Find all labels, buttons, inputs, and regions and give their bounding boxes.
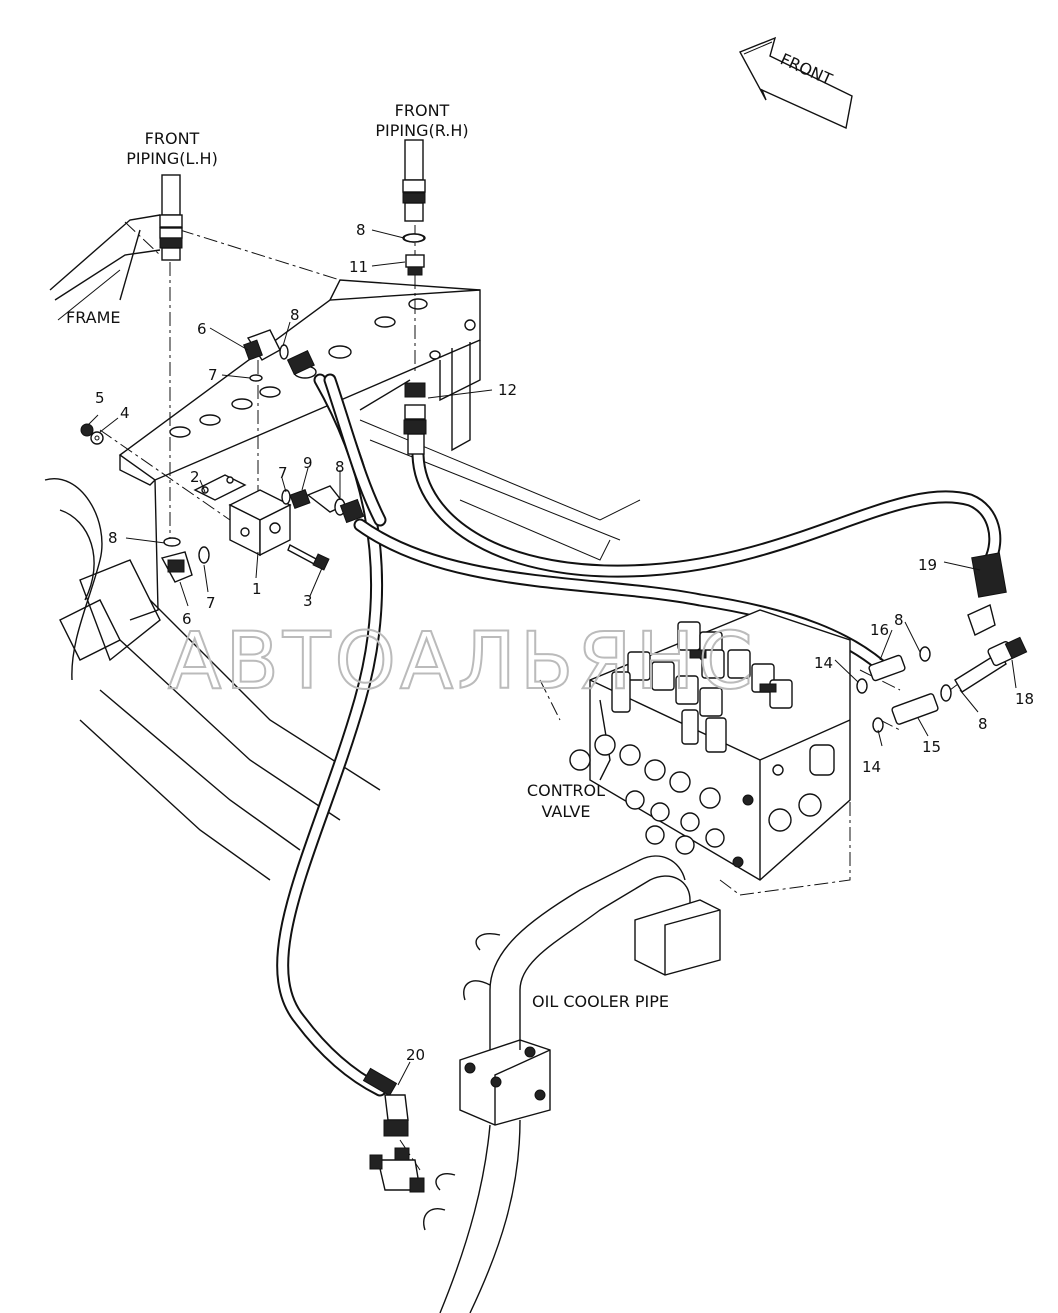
callout-8: 8 [290,306,300,324]
elbow-fitting-9 [289,485,365,524]
callout-5: 5 [95,389,105,407]
callout-8: 8 [108,529,118,547]
callout-8: 8 [894,611,904,629]
callout-7: 7 [206,594,216,612]
fitting-18 [919,636,1028,693]
bolt-3 [287,544,330,571]
hose-end-upper [286,350,315,376]
front-piping-lh-label-line1: FRONT [145,129,200,148]
watermark: АВТОАЛЬЯНС [168,617,757,707]
front-arrow-label: FRONT [777,49,835,89]
oil-cooler-pipe [423,855,721,1313]
leader-lines [87,229,1017,1086]
nut-5 [80,423,94,437]
front-piping-rh-pipe [402,139,426,276]
callout-12: 12 [498,381,517,399]
hose-upper-pipe [323,373,387,527]
callout-8: 8 [356,221,366,239]
front-piping-rh-label-line1: FRONT [395,101,450,120]
callout-18: 18 [1015,690,1034,708]
front-piping-lh-label-line2: PIPING(L.H) [126,149,218,168]
fitting-15 [872,684,952,733]
callout-6: 6 [197,320,207,338]
hose-end-20 [362,1067,409,1137]
control-valve-label-line1: CONTROL [527,781,605,800]
washer-4 [90,431,104,445]
control-valve-label-line2: VALVE [541,802,590,821]
hose-front-rh [411,448,1002,578]
callout-15: 15 [922,738,941,756]
callout-7: 7 [208,366,218,384]
valve-spool-caps [611,621,793,753]
callout-19: 19 [918,556,937,574]
callout-11: 11 [349,258,368,276]
valve-ports-front [569,734,835,868]
front-piping-lh-pipe [159,174,183,261]
elbow-fitting-6-lower [160,537,210,583]
manifold-block-1 [193,474,292,557]
fitting-12 [403,382,427,455]
callout-16: 16 [870,621,889,639]
fitting-16 [856,654,906,694]
callout-4: 4 [120,404,130,422]
callout-8: 8 [978,715,988,733]
mounting-bracket [118,279,481,621]
o-ring-8-rh [403,233,425,243]
frame-label: FRAME [66,308,121,327]
oil-cooler-pipe-label: OIL COOLER PIPE [532,992,669,1011]
o-ring-7-block [281,489,291,505]
callout-3: 3 [303,592,313,610]
control-valve [539,609,851,896]
tee-fitting [369,1147,425,1193]
callout-9: 9 [303,454,313,472]
callout-8: 8 [335,458,345,476]
callout-2: 2 [190,468,200,486]
callout-20: 20 [406,1046,425,1064]
front-piping-rh-label-line2: PIPING(R.H) [375,121,468,140]
fitting-19-hose-end [967,552,1007,636]
callout-1: 1 [252,580,262,598]
center-lines [99,225,991,1171]
elbow-fitting-6-upper [243,329,289,361]
front-arrow-icon [739,36,853,130]
o-ring-7-upper [249,374,263,382]
callout-14: 14 [814,654,833,672]
callout-7: 7 [278,464,288,482]
callout-6: 6 [182,610,192,628]
callout-14: 14 [862,758,881,776]
frame-outline [44,214,641,881]
